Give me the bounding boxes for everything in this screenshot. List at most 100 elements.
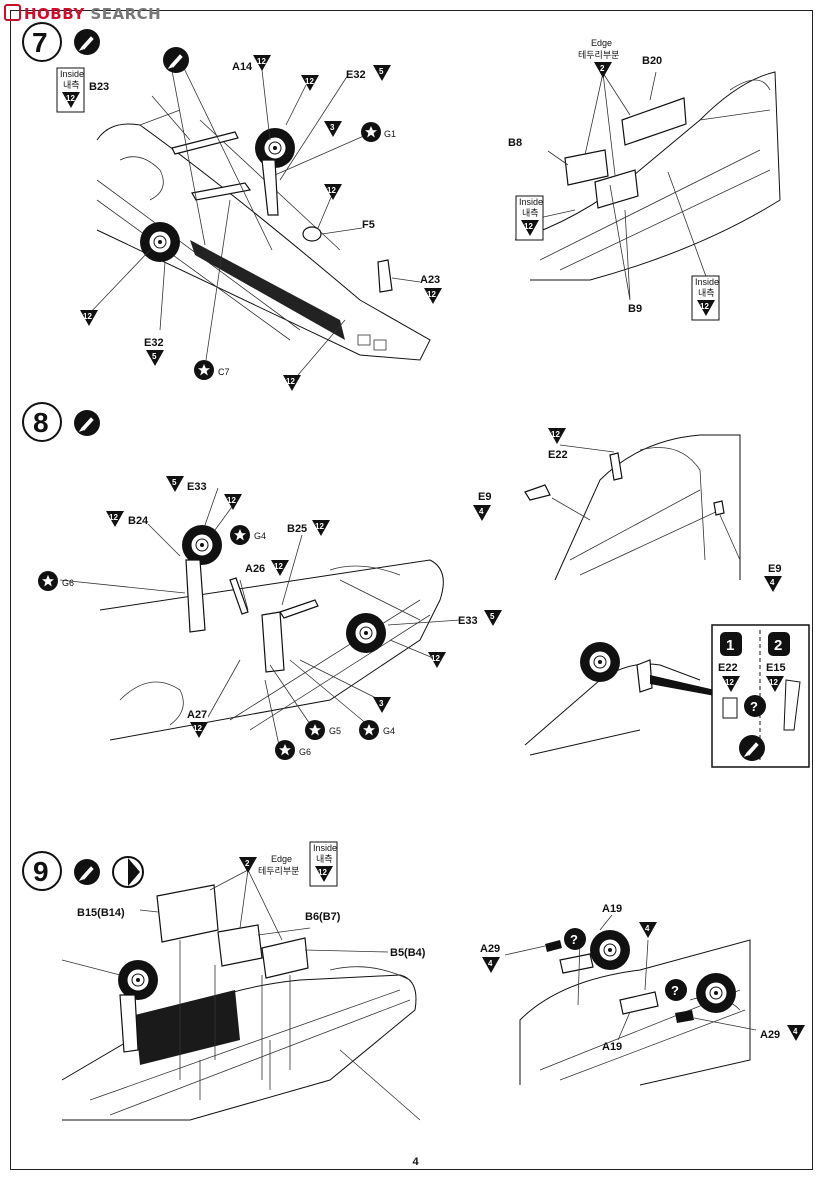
part-a23 <box>377 259 393 293</box>
wheel-detail <box>589 929 631 971</box>
strut-b24 <box>185 559 206 633</box>
cement-icon <box>73 409 101 437</box>
label-e9: E9 <box>768 563 781 575</box>
color-code: 5 <box>379 67 384 76</box>
part-f5 <box>302 226 322 242</box>
edge-label: Edge <box>591 38 612 48</box>
leader-lines <box>504 914 757 1041</box>
part-e9 <box>713 500 725 516</box>
star-icon <box>361 122 381 142</box>
door-b6 <box>217 924 263 967</box>
label-a29: A29 <box>760 1029 780 1041</box>
wheel-detail <box>579 641 621 683</box>
inside-label: Inside <box>519 197 543 207</box>
color-code: 5 <box>152 352 157 361</box>
color-triangle <box>373 65 391 81</box>
door-b5 <box>261 937 309 979</box>
main-wheel-e33 <box>345 612 387 654</box>
cement-icon <box>162 46 190 74</box>
panel-b20 <box>621 97 687 146</box>
cement-icon <box>73 28 101 56</box>
color-code: 12 <box>257 57 266 66</box>
leader-lines <box>59 487 461 751</box>
inside-label: Inside <box>313 843 337 853</box>
fuselage-outline <box>99 559 444 741</box>
color-triangle <box>301 75 319 91</box>
color-triangle <box>312 520 330 536</box>
color-triangle <box>239 857 257 873</box>
question-icon: ? <box>750 699 758 714</box>
color-code: 4 <box>793 1027 798 1036</box>
color-triangle <box>639 922 657 938</box>
color-code: 12 <box>227 496 236 505</box>
color-triangle <box>106 511 124 527</box>
label-e15: E15 <box>766 662 786 674</box>
panel-lines <box>89 966 421 1121</box>
label-b25: B25 <box>287 523 307 535</box>
color-code: 12 <box>431 654 440 663</box>
inside-label-kr: 내측 <box>522 208 539 218</box>
label-a14: A14 <box>232 61 253 73</box>
panel-hatch <box>357 334 371 346</box>
cockpit-lines <box>569 447 721 576</box>
color-triangle <box>473 505 491 521</box>
label-b5: B5(B4) <box>390 947 426 959</box>
inside-box-7a: Inside 내측 12 <box>515 195 544 241</box>
color-code: 12 <box>315 522 324 531</box>
color-code: 2 <box>600 64 605 73</box>
label-a19: A19 <box>602 903 622 915</box>
color-triangle <box>764 576 782 592</box>
color-code: 12 <box>427 290 436 299</box>
cement-icon <box>73 858 101 886</box>
label-a19: A19 <box>602 1041 622 1053</box>
color-triangle <box>253 55 271 71</box>
color-code: 12 <box>725 678 734 687</box>
leader-lines <box>61 869 389 1080</box>
color-triangle <box>224 494 242 510</box>
color-code: 12 <box>286 377 295 386</box>
door-b15 <box>156 884 219 943</box>
option-2: 2 <box>774 637 782 654</box>
color-code: 2 <box>245 859 250 868</box>
watermark-brand: HOBBY <box>24 5 85 23</box>
color-triangle <box>283 375 301 391</box>
part-a29 <box>545 940 562 952</box>
label-b6: B6(B7) <box>305 911 341 923</box>
inside-label-kr: 내측 <box>63 80 80 90</box>
color-code: 12 <box>274 562 283 571</box>
color-triangle <box>324 121 342 137</box>
label-c7: C7 <box>218 367 230 377</box>
wheel-step9 <box>117 959 159 1001</box>
star-icon <box>305 720 325 740</box>
color-code: 3 <box>379 699 384 708</box>
panel-lines <box>119 565 431 731</box>
color-triangle <box>428 652 446 668</box>
star-icon <box>359 720 379 740</box>
label-g4: G4 <box>383 726 395 736</box>
strut-b25 <box>261 611 285 673</box>
panel-hatch <box>373 339 387 351</box>
edge-label: Edge <box>271 854 292 864</box>
step-7: 7 Inside 내측 12 B23 A14 12 12 <box>22 22 781 391</box>
star-icon <box>275 740 295 760</box>
step-9-number: 9 <box>33 856 49 887</box>
color-triangle <box>373 697 391 713</box>
gear-strut-a14 <box>191 182 252 201</box>
color-code: 12 <box>305 77 314 86</box>
label-e33: E33 <box>187 481 207 493</box>
color-triangle <box>80 310 98 326</box>
label-f5: F5 <box>362 219 375 231</box>
step-7-circle <box>22 22 62 62</box>
color-triangle <box>146 350 164 366</box>
color-code: 12 <box>193 724 202 733</box>
step-7-number: 7 <box>32 27 48 58</box>
part-e9 <box>524 484 551 501</box>
color-triangle <box>548 428 566 444</box>
part-e22-detail <box>636 659 653 693</box>
rod-a26 <box>229 577 249 615</box>
inside-box-7: Inside 내측 12 <box>56 67 85 113</box>
edge-label-kr: 테두리부분 <box>578 50 619 60</box>
inside-label-kr: 내측 <box>316 854 333 864</box>
label-a29: A29 <box>480 943 500 955</box>
color-code: 3 <box>330 123 335 132</box>
